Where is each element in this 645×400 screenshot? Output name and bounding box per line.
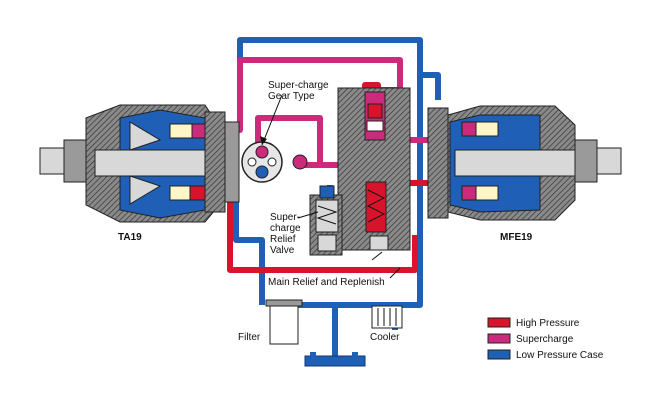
main-relief-pointer xyxy=(389,267,401,279)
pump-label: TA19 xyxy=(118,232,142,243)
reservoir-tank xyxy=(304,352,366,367)
relief-label-line2: charge xyxy=(270,223,301,234)
legend-label-high-pressure: High Pressure xyxy=(516,318,580,329)
filter: Filter xyxy=(238,299,303,345)
legend-swatch-supercharge xyxy=(487,333,511,344)
cooler: Cooler xyxy=(370,305,403,343)
legend-label-low-pressure-case: Low Pressure Case xyxy=(516,350,604,361)
motor-mfe19: MFE19 xyxy=(427,105,622,243)
valve-block xyxy=(309,87,411,256)
pump-ta19: TA19 xyxy=(39,104,240,243)
legend-label-supercharge: Supercharge xyxy=(516,334,574,345)
filter-label: Filter xyxy=(238,332,261,343)
relief-label-line4: Valve xyxy=(270,245,295,256)
relief-label-line1: Super- xyxy=(270,212,300,223)
relief-label-line3: Relief xyxy=(270,234,296,245)
legend: High Pressure Supercharge Low Pressure C… xyxy=(487,317,604,361)
supercharge-gear-label-line1: Super-charge xyxy=(268,80,329,91)
gear-outlet-port xyxy=(292,154,308,170)
motor-label: MFE19 xyxy=(500,232,533,243)
supercharge-gear-pump xyxy=(241,94,283,183)
supercharge-gear-label-line2: Gear Type xyxy=(268,91,315,102)
cooler-label: Cooler xyxy=(370,332,400,343)
legend-swatch-low-pressure-case xyxy=(487,349,511,360)
relief-pointer xyxy=(297,211,319,219)
legend-swatch-high-pressure xyxy=(487,317,511,328)
main-relief-label: Main Relief and Replenish xyxy=(268,277,385,288)
